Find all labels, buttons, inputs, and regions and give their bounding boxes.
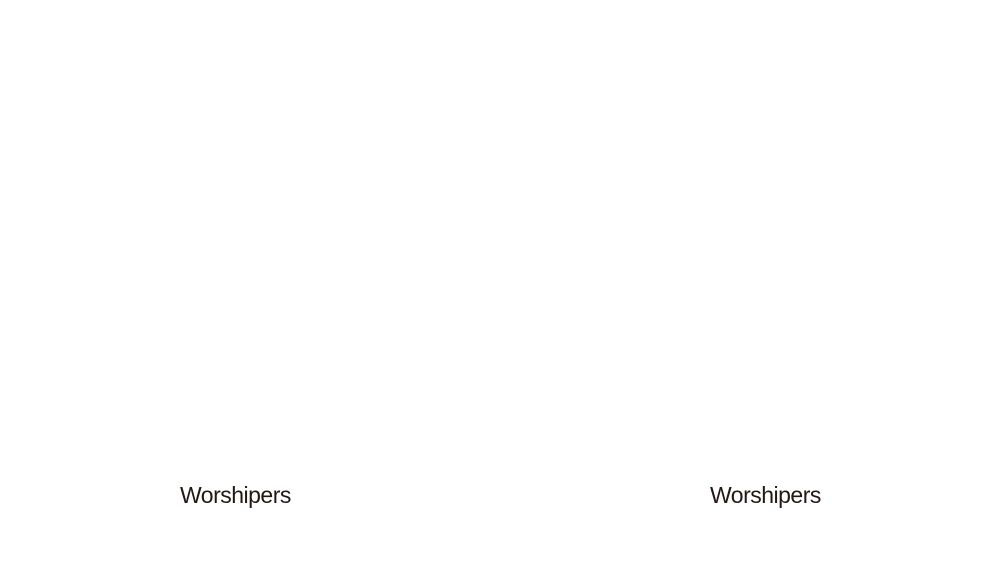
caption-right: Worshipers: [710, 482, 821, 508]
caption-left: Worshipers: [180, 482, 291, 508]
